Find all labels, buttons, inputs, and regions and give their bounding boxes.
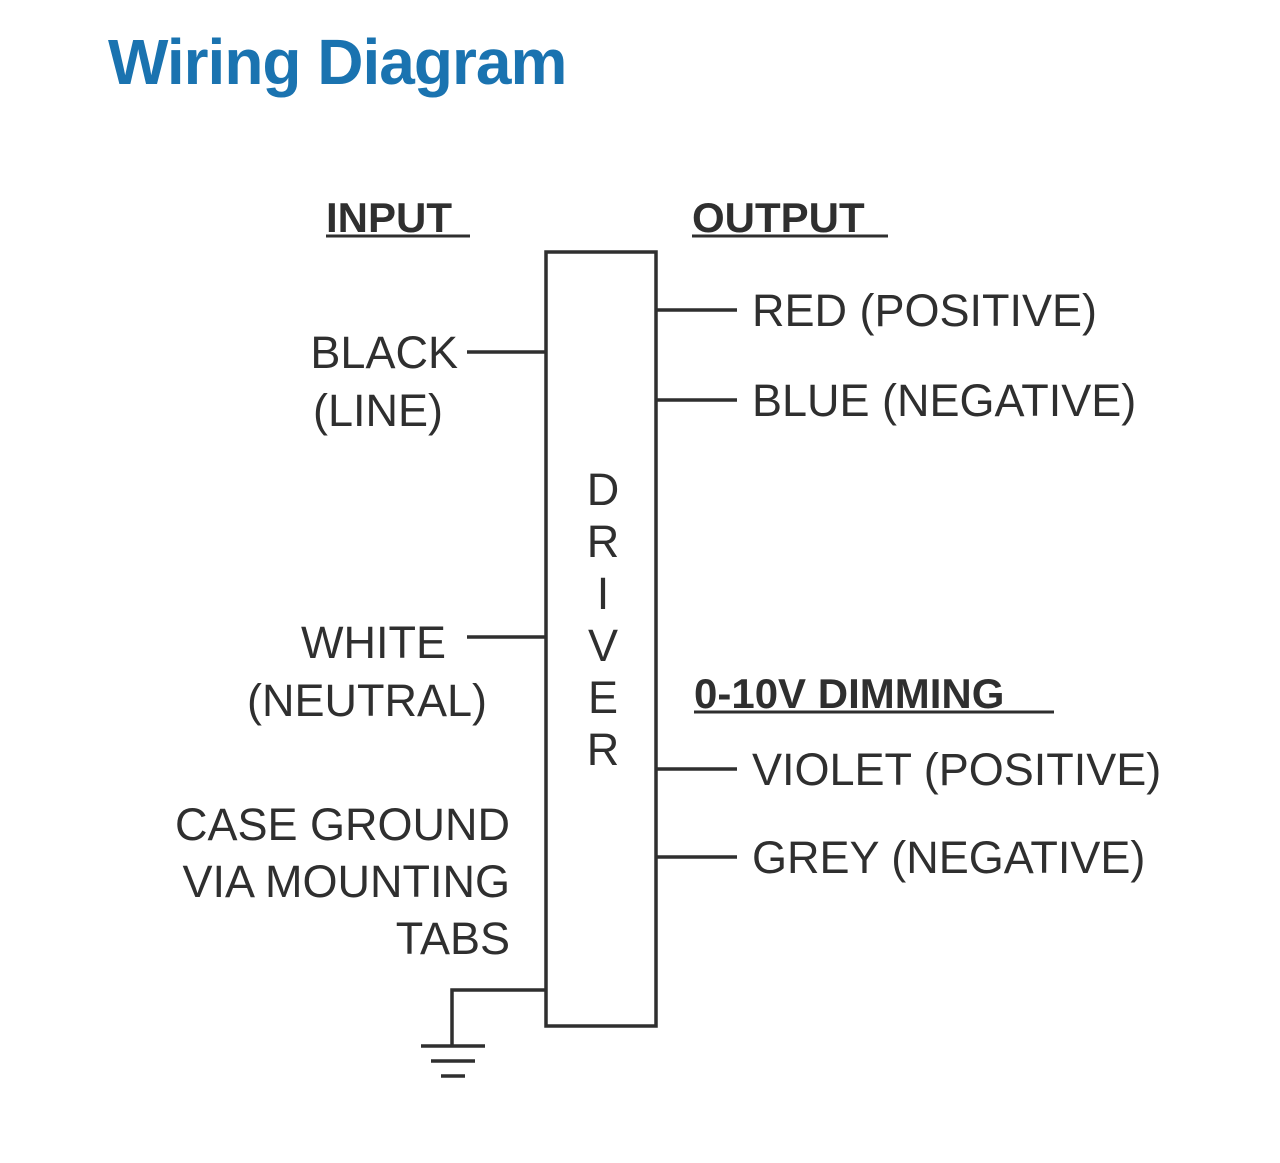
input-heading: INPUT	[326, 194, 452, 241]
page-title: Wiring Diagram	[108, 26, 567, 98]
violet-wire-label: VIOLET (POSITIVE)	[752, 744, 1161, 795]
white-wire-function: (NEUTRAL)	[247, 675, 487, 726]
ground-label-line-1: CASE GROUND	[175, 799, 510, 850]
blue-wire-label: BLUE (NEGATIVE)	[752, 375, 1136, 426]
ground-label-line-2: VIA MOUNTING	[182, 856, 510, 907]
red-wire-label: RED (POSITIVE)	[752, 285, 1097, 336]
driver-letter: R	[587, 516, 620, 567]
dimming-heading: 0-10V DIMMING	[694, 670, 1004, 717]
driver-letter: V	[588, 620, 618, 671]
grey-wire-label: GREY (NEGATIVE)	[752, 832, 1145, 883]
driver-letter: D	[587, 464, 620, 515]
driver-letter: R	[587, 724, 620, 775]
driver-letter: I	[597, 568, 610, 619]
ground-label-line-3: TABS	[396, 913, 510, 964]
output-heading: OUTPUT	[692, 194, 865, 241]
black-wire-label: BLACK	[310, 327, 458, 378]
ground-wire	[450, 988, 546, 1046]
white-wire-label: WHITE	[301, 617, 446, 668]
driver-box	[544, 250, 658, 1028]
black-wire-function: (LINE)	[313, 385, 443, 436]
driver-letter: E	[588, 672, 618, 723]
